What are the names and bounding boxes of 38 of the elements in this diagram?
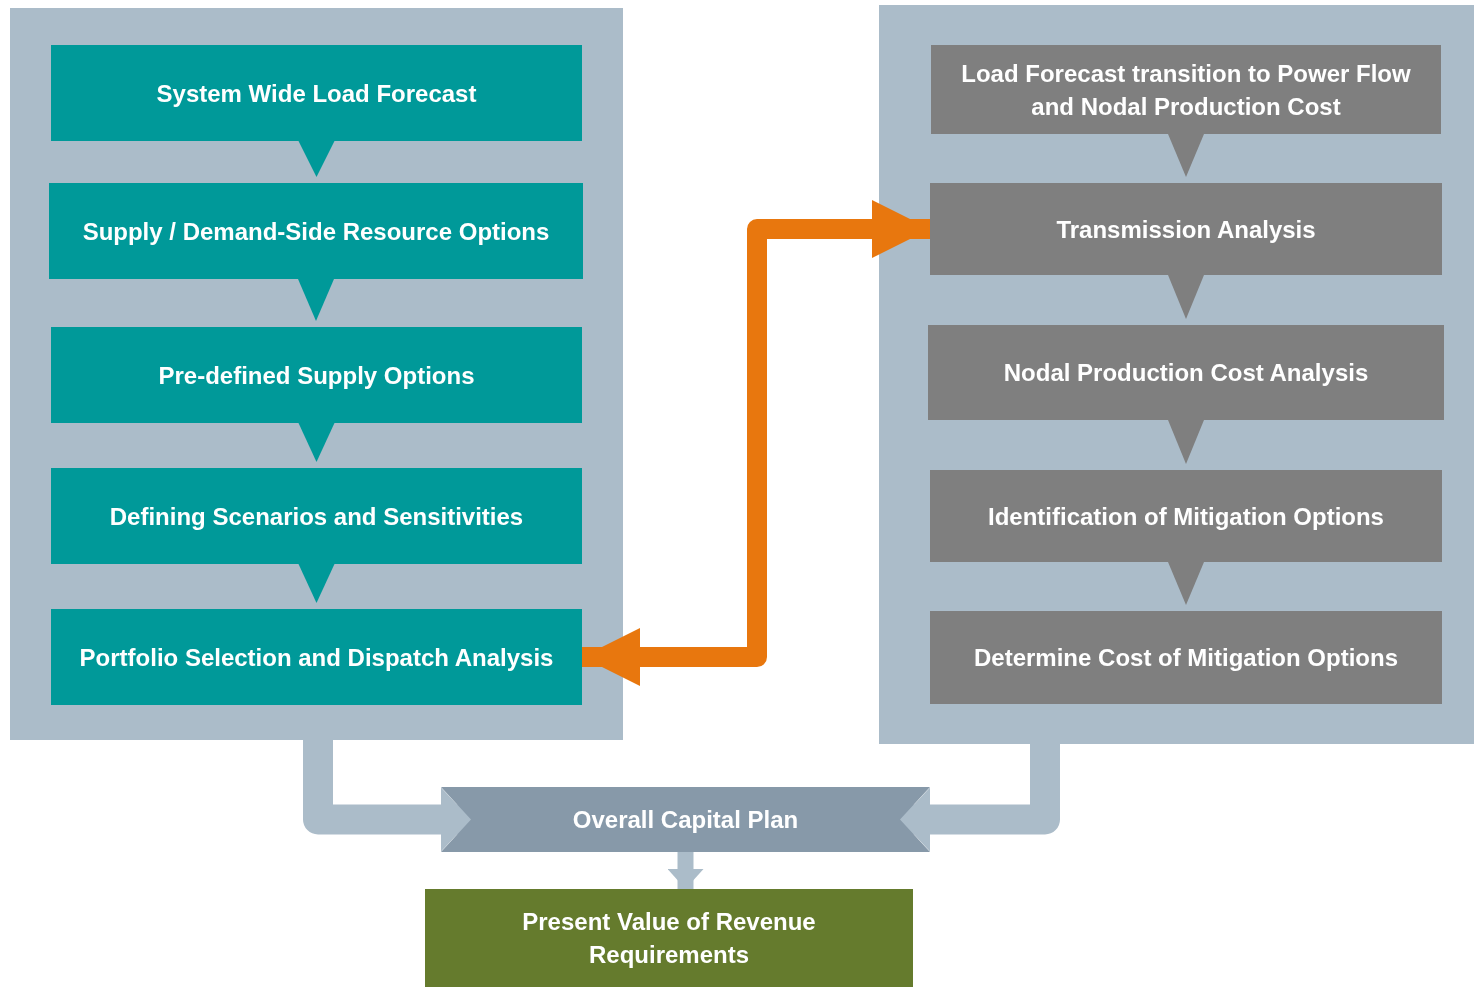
box-label: System Wide Load Forecast (156, 78, 477, 109)
banner-box (441, 787, 930, 852)
arrow (900, 744, 1060, 852)
chevron-arrow (1168, 134, 1204, 177)
process-box (931, 45, 1441, 134)
chevron-arrow (298, 279, 334, 321)
process-box (930, 611, 1442, 704)
box-label: Supply / Demand-Side Resource Options (82, 216, 550, 247)
process-box (51, 327, 582, 423)
process-box (930, 183, 1442, 275)
box-label: Nodal Production Cost Analysis (1003, 358, 1369, 388)
box-label: Load Forecast transition to Power Flow and Nodal Production Cost (960, 58, 1412, 122)
box-label: Identification of Mitigation Options (988, 501, 1384, 532)
chevron-arrow (298, 564, 335, 603)
box-label: Defining Scenarios and Sensitivities (109, 501, 524, 532)
chevron-arrow (298, 423, 335, 462)
process-box (51, 45, 582, 141)
process-box (51, 609, 582, 705)
chevron-arrow (298, 141, 335, 177)
process-box (49, 183, 583, 279)
box-label: Transmission Analysis (1056, 214, 1316, 245)
chevron-arrow (1168, 562, 1204, 605)
panel-background (879, 5, 1474, 744)
panel-background (10, 8, 623, 740)
box-label: Pre-defined Supply Options (158, 360, 475, 391)
arrow (667, 852, 704, 889)
arrow (303, 740, 471, 852)
box-label: Overall Capital Plan (572, 805, 799, 835)
box-label: Present Value of Revenue Requirements (521, 907, 817, 970)
box-label: Determine Cost of Mitigation Options (974, 643, 1398, 673)
process-box (930, 470, 1442, 562)
box-label: Portfolio Selection and Dispatch Analysis (79, 642, 554, 673)
process-box (425, 889, 913, 987)
process-box (928, 325, 1444, 420)
process-box (51, 468, 582, 564)
arrow (582, 200, 930, 686)
chevron-arrow (1168, 420, 1204, 464)
chevron-arrow (1168, 275, 1204, 319)
